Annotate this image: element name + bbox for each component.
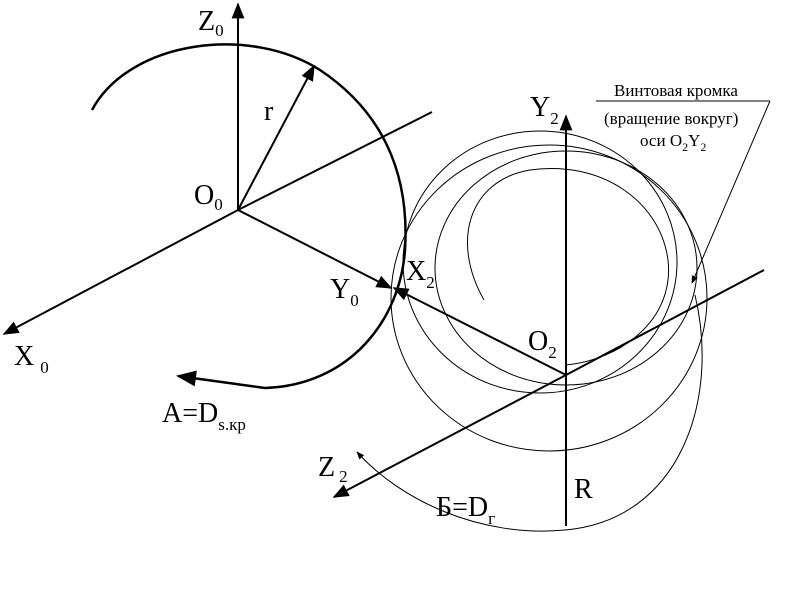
rotation-arc-a [90, 43, 407, 390]
x0-axis [2, 209, 239, 335]
x0-axis-back [237, 111, 433, 211]
helix-loop-4 [467, 168, 670, 366]
label-b-dg: Б=Dг [436, 492, 495, 528]
label-o0: O0 [194, 180, 223, 214]
radius-r-arrow [237, 64, 315, 211]
label-r: r [264, 96, 274, 127]
helix-loop-1 [390, 144, 708, 452]
note-leader [691, 100, 771, 284]
note-line1: Винтовая кромка [614, 81, 738, 100]
note-line2: (вращение вокруг) [604, 109, 738, 128]
label-a-ds-kr: A=Ds.кр [162, 398, 246, 434]
label-o2: O2 [528, 326, 557, 362]
label-z0: Z0 [198, 6, 224, 40]
rotation-arc-b [356, 294, 703, 532]
label-big-r: R [574, 474, 593, 505]
x2-axis [392, 287, 567, 376]
y0-axis [237, 209, 393, 289]
helix-loop-2 [402, 130, 678, 394]
z2-axis [332, 374, 567, 498]
label-y0: Y0 [330, 274, 359, 310]
label-x2: X2 [406, 256, 435, 292]
note-line3: оси O2Y2 [640, 131, 706, 154]
label-y2: Y2 [530, 92, 559, 128]
helix-loop-3 [434, 150, 698, 386]
